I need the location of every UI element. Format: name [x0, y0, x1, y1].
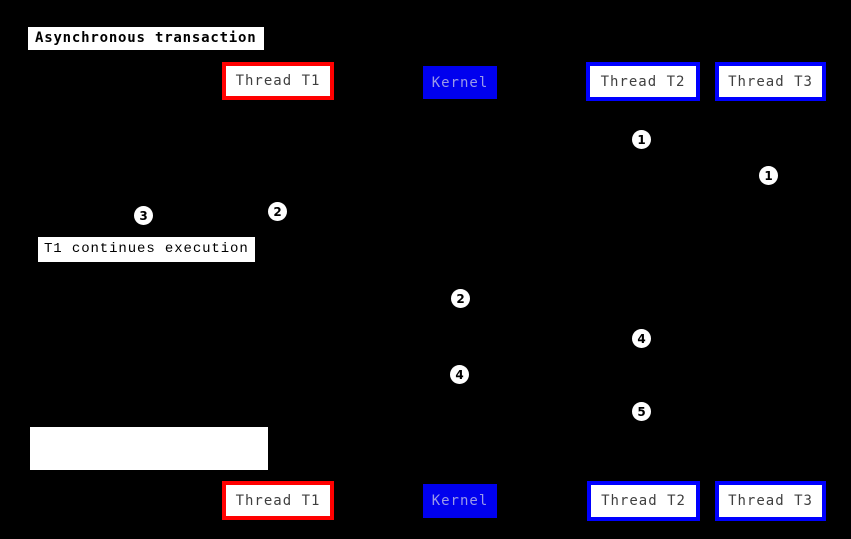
diagram-title: Asynchronous transaction — [28, 27, 264, 50]
note-t1-continues-execution: T1 continues execution — [38, 237, 255, 262]
participant-kernel-bottom: Kernel — [423, 484, 497, 518]
step-marker-1-thread-t3: 1 — [759, 166, 778, 185]
step-marker-5-thread-t2: 5 — [632, 402, 651, 421]
blank-label-box — [30, 427, 268, 470]
step-marker-4-thread-t2: 4 — [632, 329, 651, 348]
step-marker-4-kernel: 4 — [450, 365, 469, 384]
step-marker-3-thread-t1: 3 — [134, 206, 153, 225]
participant-thread-t1-bottom: Thread T1 — [222, 481, 334, 520]
step-marker-2-kernel: 2 — [451, 289, 470, 308]
participant-thread-t3-top: Thread T3 — [715, 62, 826, 101]
participant-thread-t2-top: Thread T2 — [586, 62, 700, 101]
step-marker-2-thread-t1: 2 — [268, 202, 287, 221]
step-marker-1-thread-t2: 1 — [632, 130, 651, 149]
participant-thread-t2-bottom: Thread T2 — [587, 481, 700, 521]
participant-kernel-top: Kernel — [423, 66, 497, 99]
participant-thread-t3-bottom: Thread T3 — [715, 481, 826, 521]
participant-thread-t1-top: Thread T1 — [222, 62, 334, 100]
